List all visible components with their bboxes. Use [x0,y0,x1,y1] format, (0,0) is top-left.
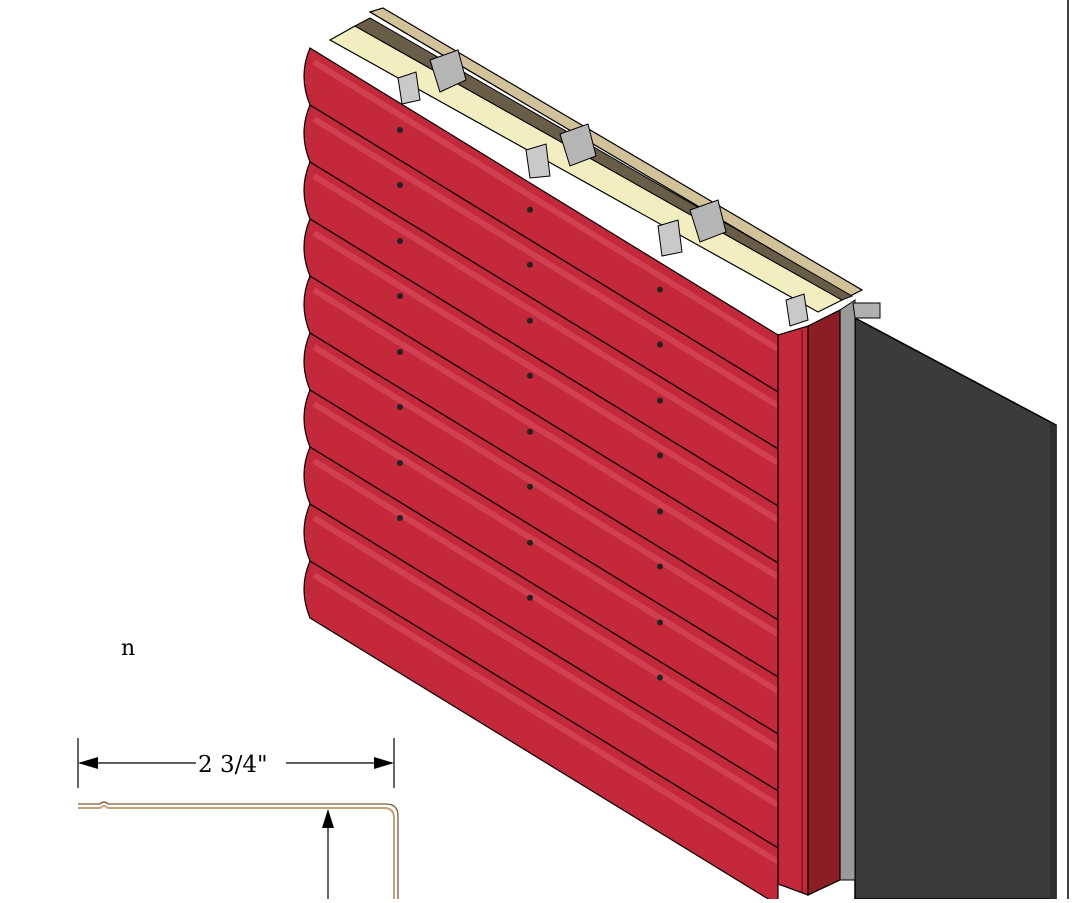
fastener [397,238,403,244]
fastener [527,594,533,601]
fastener [397,182,403,188]
fastener [397,293,403,299]
fastener [657,341,663,348]
siding-rib-highlight [312,230,780,523]
fastener [527,539,533,546]
trim-profile-outer [78,801,399,899]
dim-arrow-right [374,757,394,769]
fastener [527,206,533,213]
gray-flashing-face [852,302,881,319]
fastener [527,261,533,268]
siding-rib-highlight [312,401,780,694]
siding-rib-highlight [312,458,780,751]
fastener [527,428,533,435]
fastener [397,349,403,355]
fastener [657,674,663,681]
fastener [657,563,663,570]
fastener [397,460,403,466]
trim-profile-detail: 2 3/4" [77,738,399,899]
siding-rib-highlight [312,173,780,466]
fastener [527,317,533,324]
edge-text-fragment: n [121,636,136,661]
membrane [353,17,854,301]
corner-trim-side [807,309,841,896]
siding-rib-highlight [312,515,780,808]
leg-dim-arrow [322,809,334,828]
siding-rib-highlight [312,116,780,409]
siding-rib-highlight [312,572,780,865]
z-girts [397,49,809,327]
fastener [527,483,533,490]
dimension-label: 2 3/4" [198,752,268,778]
siding-rib [303,560,779,903]
siding-rib-highlight [312,59,780,352]
fastener [657,397,663,404]
fastener [397,127,403,133]
dim-arrow-left [78,757,98,769]
gray-flashing [839,299,856,881]
dark-panel-edge [1050,422,1056,899]
red-corrugated-siding [303,47,780,903]
trim-profile-inner [78,805,395,899]
fastener [527,372,533,379]
fastener [397,404,403,410]
fastener [657,286,663,293]
siding-rib-highlight [312,344,780,637]
sheathing-board [368,7,864,297]
fastener [657,508,663,515]
fastener [657,452,663,459]
siding-rib-highlight [312,287,780,580]
fastener [657,619,663,626]
corner-trim-face [777,325,809,896]
fasteners [397,127,663,681]
fastener [397,515,403,521]
dark-wall-panel [854,316,1057,900]
